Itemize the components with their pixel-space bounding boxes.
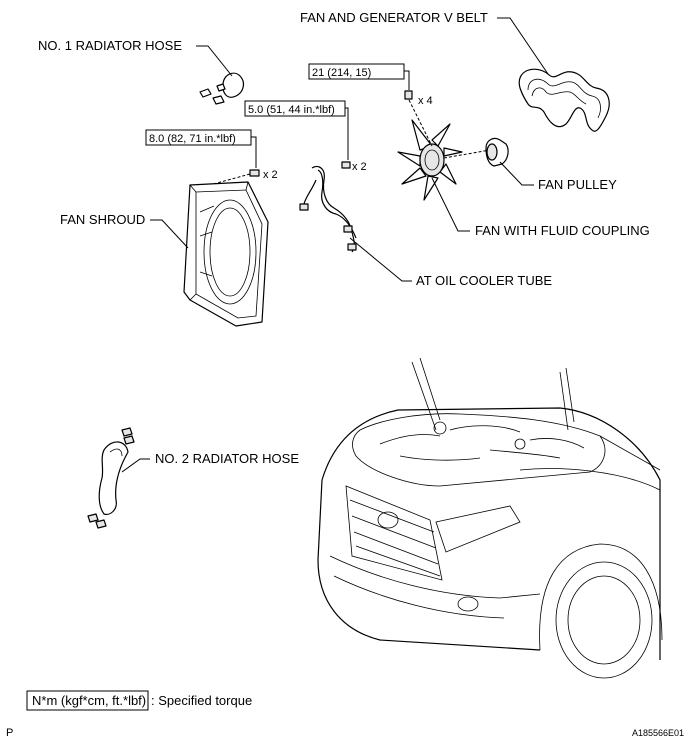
tube-bolt-icon: [341, 161, 351, 169]
shroud-bolt-icon: [249, 169, 260, 177]
fan-shroud-part: [183, 181, 269, 327]
radiator-hose-2-part: [87, 427, 135, 529]
fan-pulley-leader: [499, 161, 534, 186]
oil-cooler-tube-part: [299, 165, 357, 253]
fan-pulley-label: FAN PULLEY: [538, 177, 617, 192]
radiator-hose-1-leader: [196, 45, 233, 77]
fan-shroud-label: FAN SHROUD: [60, 212, 145, 227]
quantity-x4: x 4: [418, 95, 433, 107]
radiator-hose-2-label: NO. 2 RADIATOR HOSE: [155, 451, 299, 466]
torque-5-leader: [345, 107, 349, 160]
shroud-bolt-dash: [205, 173, 251, 187]
fan-coupling-part: [397, 119, 463, 201]
quantity-x2-tube: x 2: [352, 161, 367, 173]
torque-21-leader: [404, 70, 410, 90]
legend-description: : Specified torque: [151, 693, 252, 708]
fan-belt-part: [518, 68, 610, 132]
legend-unit-label: N*m (kgf*cm, ft.*lbf): [32, 693, 146, 708]
fan-pulley-part: [485, 137, 509, 167]
radiator-hose-1-part: [199, 72, 245, 105]
page-mark: P: [6, 727, 13, 739]
fan-nut-dash: [408, 99, 433, 147]
fan-shroud-leader: [150, 219, 189, 249]
fan-belt-leader: [497, 17, 549, 75]
fan-coupling-label: FAN WITH FLUID COUPLING: [475, 223, 650, 238]
fan-pulley-dash: [443, 149, 491, 159]
torque-21-label: 21 (214, 15): [312, 67, 371, 79]
oil-cooler-tube-leader: [349, 237, 412, 282]
torque-8-leader: [251, 136, 257, 168]
quantity-x2-shroud: x 2: [263, 169, 278, 181]
fan-nut-icon: [404, 90, 413, 100]
torque-5-label: 5.0 (51, 44 in.*lbf): [248, 104, 335, 116]
torque-8-label: 8.0 (82, 71 in.*lbf): [149, 133, 236, 145]
radiator-hose-2-leader: [121, 458, 150, 473]
figure-id: A185566E01: [632, 728, 684, 738]
legend-torque-box: [26, 690, 149, 711]
vehicle-front-view: [317, 357, 663, 679]
fan-coupling-leader: [431, 177, 470, 232]
oil-cooler-tube-label: AT OIL COOLER TUBE: [416, 273, 552, 288]
fan-belt-label: FAN AND GENERATOR V BELT: [300, 10, 488, 25]
radiator-hose-1-label: NO. 1 RADIATOR HOSE: [38, 38, 182, 53]
